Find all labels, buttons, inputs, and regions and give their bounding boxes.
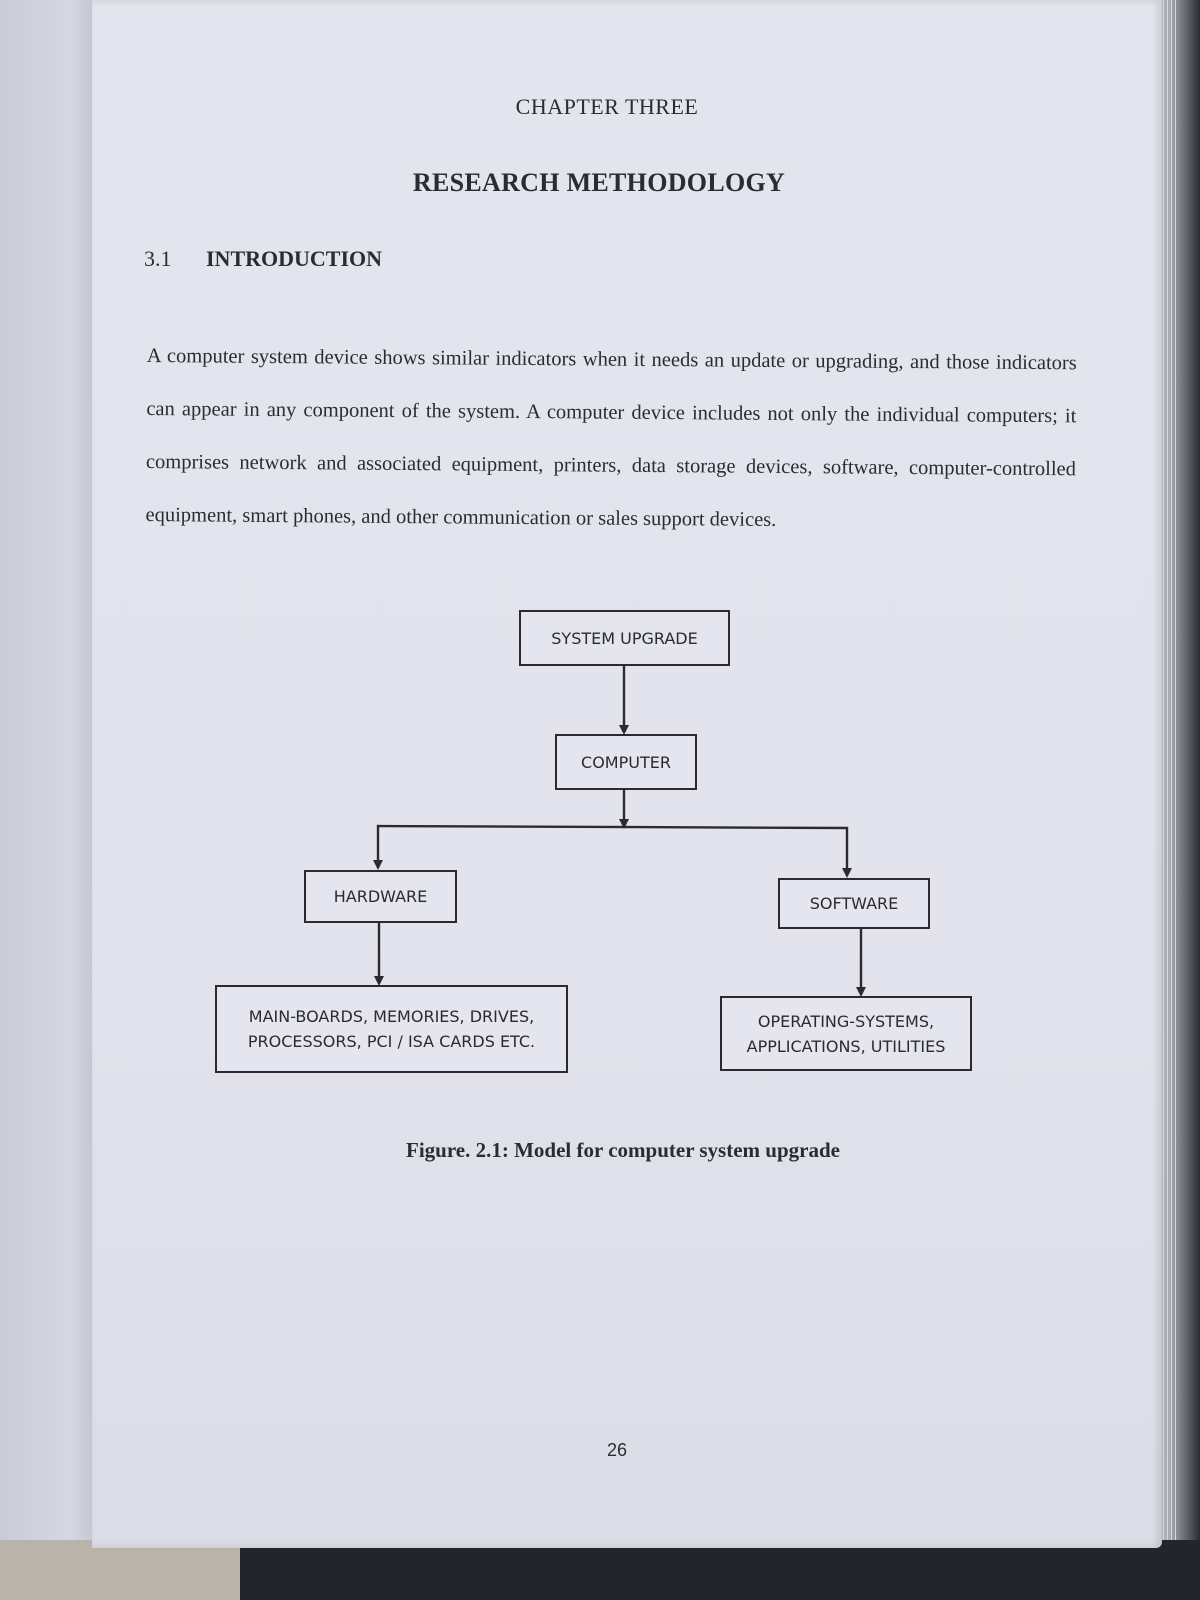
node-software: SOFTWARE bbox=[778, 878, 930, 929]
section-heading: 3.1 INTRODUCTION bbox=[144, 246, 382, 272]
software-detail-line-2: APPLICATIONS, UTILITIES bbox=[746, 1036, 946, 1056]
node-hardware-detail: MAIN-BOARDS, MEMORIES, DRIVES, PROCESSOR… bbox=[215, 985, 568, 1073]
floor-area bbox=[0, 1540, 240, 1600]
diagram-connectors bbox=[373, 666, 866, 997]
section-number: 3.1 bbox=[144, 246, 172, 271]
hardware-detail-line-2: PROCESSORS, PCI / ISA CARDS ETC. bbox=[247, 1032, 536, 1051]
page-number: 26 bbox=[606, 1440, 628, 1460]
background-surface bbox=[0, 1540, 1200, 1600]
arrowhead-software bbox=[842, 868, 852, 878]
node-computer: COMPUTER bbox=[555, 734, 697, 790]
node-system-upgrade: SYSTEM UPGRADE bbox=[519, 610, 730, 666]
section-title: INTRODUCTION bbox=[206, 246, 383, 271]
document-page: CHAPTER THREE RESEARCH METHODOLOGY 3.1 IN… bbox=[92, 0, 1162, 1548]
node-software-detail: OPERATING-SYSTEMS, APPLICATIONS, UTILITI… bbox=[720, 996, 972, 1071]
node-hardware: HARDWARE bbox=[304, 870, 457, 923]
previous-page-edge bbox=[0, 0, 100, 1560]
chapter-title: RESEARCH METHODOLOGY bbox=[412, 168, 786, 197]
arrowhead-hardware bbox=[373, 860, 383, 870]
system-upgrade-diagram: SYSTEM UPGRADE COMPUTER HARDWARE SOFTWAR… bbox=[92, 0, 1162, 1548]
figure-caption: Figure. 2.1: Model for computer system u… bbox=[406, 1138, 840, 1162]
hardware-detail-line-1: MAIN-BOARDS, MEMORIES, DRIVES, bbox=[248, 1007, 535, 1026]
software-detail-line-1: OPERATING-SYSTEMS, bbox=[757, 1011, 935, 1031]
chapter-label: CHAPTER THREE bbox=[515, 94, 699, 119]
branch-line bbox=[376, 824, 849, 872]
